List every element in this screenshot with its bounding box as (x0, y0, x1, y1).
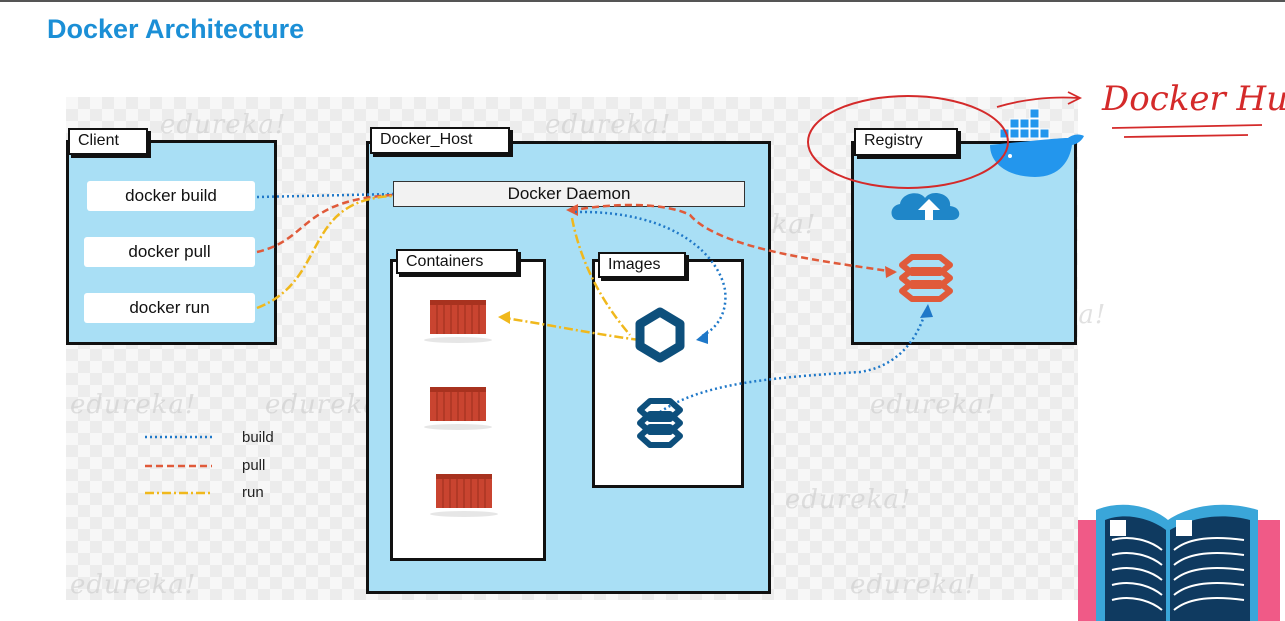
client-tab: Client (68, 128, 148, 155)
legend-build-label: build (242, 429, 274, 446)
docker-daemon-bar: Docker Daemon (393, 181, 745, 207)
build-arrow-image-registry (659, 309, 928, 414)
registry-tab: Registry (854, 128, 958, 156)
hexagon-image-icon (635, 307, 685, 363)
handwritten-underline (1123, 134, 1249, 138)
docker-build-command: docker build (87, 181, 255, 211)
watermark-text: edureka! (870, 390, 997, 420)
stacked-layers-registry-icon (899, 254, 953, 302)
cloud-upload-icon (891, 192, 960, 220)
build-arrow-client-daemon (256, 192, 394, 199)
docker-host-tab: Docker_Host (370, 127, 510, 154)
run-arrow-daemon-image (570, 217, 631, 336)
top-border-line (0, 0, 1285, 2)
docker-run-command: docker run (84, 293, 255, 323)
watermark-text: edureka! (785, 485, 912, 515)
container-icon (424, 387, 492, 430)
watermark-text: edureka! (70, 390, 197, 420)
run-arrow-client-daemon (256, 194, 394, 310)
pull-arrow-registry-daemon (574, 203, 896, 274)
build-arrowhead-image (696, 330, 708, 344)
legend-pull-label: pull (242, 457, 266, 474)
stacked-layers-image-icon (637, 398, 683, 448)
images-panel (592, 259, 744, 488)
watermark-text: edureka! (70, 570, 197, 600)
handwritten-docker-hub-note: Docker Hub (1101, 79, 1285, 119)
containers-tab: Containers (396, 249, 518, 274)
book-logo-icon (1078, 504, 1280, 621)
watermark-text: edureka! (850, 570, 977, 600)
pull-arrow-client-daemon (256, 193, 394, 254)
docker-whale-logo (990, 108, 1084, 177)
handwritten-arrow (996, 91, 1083, 108)
handwritten-underline (1111, 124, 1263, 129)
run-arrowhead-container (498, 311, 510, 324)
watermark-text: edureka! (160, 110, 287, 140)
container-icon (430, 474, 498, 517)
handwritten-highlight-circle (807, 95, 1009, 189)
watermark-text: edureka! (545, 110, 672, 140)
pull-arrowhead-daemon (566, 204, 578, 216)
legend-run-label: run (242, 484, 264, 501)
build-arrowhead-registry (920, 304, 933, 318)
page-title: Docker Architecture (47, 14, 305, 44)
images-tab: Images (598, 252, 686, 278)
pull-arrowhead (885, 266, 897, 278)
docker-pull-command: docker pull (84, 237, 255, 267)
container-icon (424, 300, 492, 343)
run-arrow-image-container (504, 316, 641, 342)
